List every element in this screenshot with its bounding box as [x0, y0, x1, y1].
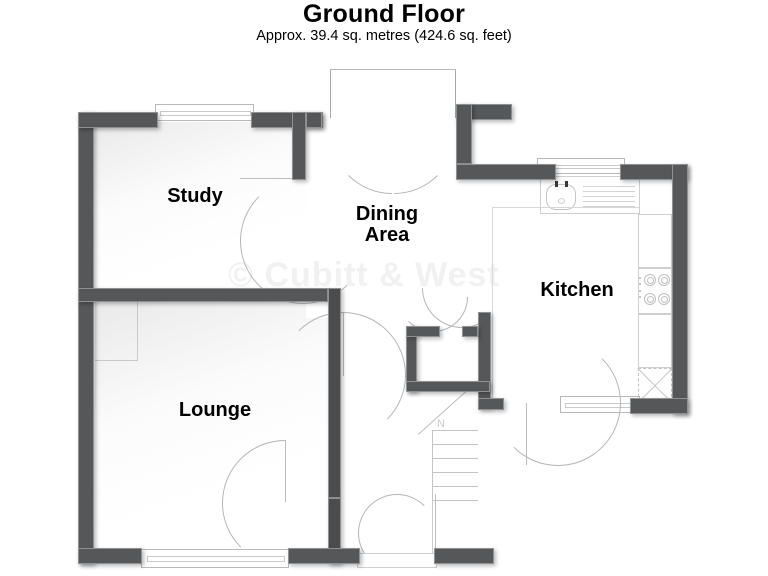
room-label-study: Study	[167, 185, 223, 207]
kitchen-unit-lower	[638, 314, 672, 368]
chimney-alcove	[95, 300, 138, 361]
wall-exterior-bottom-right	[434, 548, 494, 564]
staircase	[432, 430, 478, 506]
wall-exterior-bottom-left	[78, 548, 142, 564]
sink-basin	[546, 184, 576, 210]
lounge-door-upper-leaf	[343, 312, 344, 376]
wall-exterior-top-left	[78, 112, 158, 128]
kitchen-door-arc	[495, 340, 621, 466]
stair-tread	[432, 458, 478, 459]
room-label-dining: Dining Area	[355, 203, 419, 246]
wall-study-right-upper	[292, 112, 306, 180]
room-label-kitchen: Kitchen	[540, 279, 614, 301]
page-title: Ground Floor	[302, 0, 466, 28]
room-label-lounge: Lounge	[178, 399, 252, 421]
hob-control-dot	[639, 290, 641, 292]
hob-control-dot	[639, 296, 641, 298]
hob-burner	[658, 293, 670, 305]
window-pane	[160, 111, 251, 116]
kitchen-counter-right	[638, 214, 672, 268]
front-door-leaf	[435, 494, 436, 556]
kitchen-window-top	[537, 158, 625, 174]
stair-tread	[432, 500, 478, 501]
wall-cupboard-top-right	[462, 326, 478, 337]
hob-burner	[658, 274, 670, 286]
kitchen-door-leaf	[526, 403, 527, 465]
drainer-line	[583, 186, 635, 187]
hob-burner	[644, 293, 656, 305]
wall-dining-right-down	[456, 104, 472, 164]
french-door-head	[330, 69, 456, 70]
wall-cupboard-top	[406, 326, 440, 337]
stair-direction-line	[418, 384, 474, 435]
wall-exterior-bottom-mid	[288, 548, 360, 564]
french-door-leaf-right	[455, 70, 456, 118]
wall-cupboard-bottom	[406, 381, 490, 392]
front-door-arc	[358, 494, 436, 572]
wall-dining-left-jamb	[306, 112, 322, 128]
wall-study-lounge-divider	[78, 288, 328, 302]
wall-lounge-right	[328, 288, 341, 498]
hob-control-dot	[639, 283, 641, 285]
stair-tread	[432, 444, 478, 445]
french-door-leaf-left	[330, 70, 331, 118]
study-door-leaf	[240, 178, 304, 179]
wall-exterior-left	[78, 112, 94, 564]
drainer-line	[583, 196, 635, 197]
study-door-arc	[240, 178, 366, 304]
drainer-line	[583, 191, 635, 192]
stair-tread	[432, 486, 478, 487]
sink-tap-right	[565, 181, 568, 187]
wall-kitchen-door-jamb	[478, 398, 504, 410]
hob-control-dot	[639, 277, 641, 279]
front-door-threshold	[357, 553, 437, 568]
wall-exterior-kitchen-bottom	[630, 398, 688, 414]
stair-stringer	[432, 430, 433, 506]
wall-hall-right	[478, 312, 491, 408]
stair-tread	[432, 430, 478, 431]
wall-exterior-right	[672, 164, 688, 414]
drainer-line	[583, 206, 635, 207]
hob-burner	[644, 274, 656, 286]
study-window	[155, 104, 254, 121]
lounge-door-lower-leaf	[285, 440, 286, 502]
sink-plughole	[558, 198, 565, 204]
sink-tap-left	[555, 181, 558, 187]
stair-direction-marker: N	[437, 418, 445, 430]
drainer-line	[583, 201, 635, 202]
area-subtitle: Approx. 39.4 sq. metres (424.6 sq. feet)	[256, 28, 512, 44]
wall-kitchen-step	[456, 164, 556, 180]
stair-tread	[432, 472, 478, 473]
